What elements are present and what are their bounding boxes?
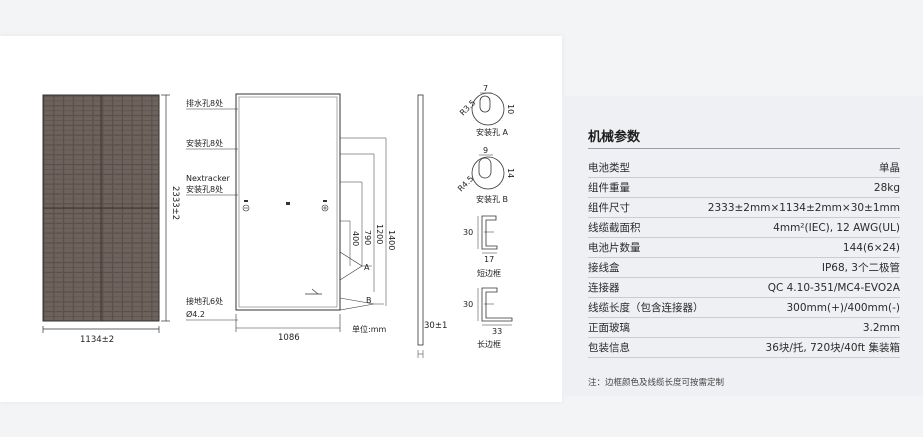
spec-value: 28kg — [873, 181, 900, 194]
callout-labels: 排水孔8处 安装孔8处 Nextracker 安装孔8处 接地孔6处 Ø4.2 — [186, 98, 238, 321]
dim-1086-text: 1086 — [278, 333, 300, 343]
dim-frame-depth-text: 30±1 — [424, 321, 447, 331]
long-frame-name: 长边框 — [477, 339, 501, 349]
label-nextracker-1: Nextracker — [186, 174, 230, 183]
hole-b-height: 14 — [506, 168, 515, 178]
label-drain-holes: 排水孔8处 — [186, 98, 223, 108]
marker-a: A — [364, 263, 370, 272]
hole-a-detail: 7 10 R3.5 安装孔 A — [458, 84, 515, 137]
spec-value: QC 4.10-351/MC4-EVO2A — [767, 281, 900, 294]
marker-b: B — [366, 296, 372, 305]
spec-row: 电池类型 单晶 — [588, 158, 900, 178]
dim-1400-text: 1400 — [387, 230, 396, 250]
hole-b-width: 9 — [483, 146, 488, 155]
label-ground-diameter: Ø4.2 — [186, 309, 205, 319]
spec-row: 接线盒 IP68, 3个二极管 — [588, 258, 900, 278]
specs-title-divider — [588, 148, 900, 149]
module-front-view — [42, 94, 160, 322]
spec-row: 组件尺寸 2333±2mm×1134±2mm×30±1mm — [588, 198, 900, 218]
dim-1086: 1086 — [235, 314, 341, 343]
spec-row: 线缆长度（包含连接器） 300mm(+)/400mm(-) — [588, 298, 900, 318]
specs-table: 电池类型 单晶组件重量 28kg 组件尺寸 2333±2mm×1134±2mm×30±1… — [588, 158, 900, 358]
short-frame-width: 17 — [484, 255, 494, 264]
hole-a-width: 7 — [483, 84, 488, 93]
hole-b-detail: 9 14 R4.5 安装孔 B — [456, 146, 515, 204]
unit-label: 单位:mm — [352, 324, 386, 334]
spec-value: 144(6×24) — [842, 241, 900, 254]
spec-value: 300mm(+)/400mm(-) — [786, 301, 900, 314]
spec-label: 组件重量 — [588, 182, 630, 194]
label-mount-holes: 安装孔8处 — [186, 138, 223, 148]
spec-label: 连接器 — [588, 282, 620, 294]
specs-note: 注：边框颜色及线缆长度可按需定制 — [588, 378, 725, 388]
spec-row: 包装信息 36块/托, 720块/40ft 集装箱 — [588, 338, 900, 358]
mounting-dimensions: 1400 1200 790 400 A B — [339, 137, 396, 311]
spec-label: 电池类型 — [588, 162, 630, 174]
spec-row: 连接器 QC 4.10-351/MC4-EVO2A — [588, 278, 900, 298]
height-dimension: 2333±2 — [161, 94, 180, 322]
short-frame-profile: 30 17 短边框 — [463, 215, 501, 278]
dim-1200-text: 1200 — [375, 224, 384, 244]
technical-drawing-card: 2333±2 1134±2 排水孔8处 安装孔8 — [0, 36, 562, 402]
dim-width-text: 1134±2 — [80, 335, 114, 345]
mechanical-specs-panel: 机械参数 电池类型 单晶组件重量 28kg 组件尺寸 2333±2mm×1134±2mm… — [562, 96, 923, 396]
short-frame-height: 30 — [463, 228, 473, 237]
spec-label: 组件尺寸 — [588, 202, 630, 214]
spec-label: 接线盒 — [588, 262, 620, 274]
spec-label: 线缆截面积 — [588, 222, 641, 234]
spec-value: 2333±2mm×1134±2mm×30±1mm — [707, 201, 900, 214]
spec-label: 线缆长度（包含连接器） — [588, 302, 704, 314]
module-back-view — [235, 93, 341, 311]
spec-value: IP68, 3个二极管 — [821, 262, 900, 274]
spec-value: 4mm²(IEC), 12 AWG(UL) — [773, 221, 900, 234]
spec-value: 单晶 — [879, 162, 900, 174]
hole-b-name: 安装孔 B — [476, 194, 508, 204]
specs-title: 机械参数 — [588, 130, 641, 145]
spec-row: 线缆截面积 4mm²(IEC), 12 AWG(UL) — [588, 218, 900, 238]
module-side-view: 30±1 — [417, 94, 447, 358]
label-nextracker-2: 安装孔8处 — [186, 184, 223, 194]
label-ground-holes: 接地孔6处 — [186, 296, 223, 306]
spec-label: 包装信息 — [588, 342, 630, 354]
width-dimension: 1134±2 — [42, 326, 160, 345]
dim-790-text: 790 — [363, 230, 372, 245]
hole-a-height: 10 — [506, 104, 515, 114]
spec-value: 36块/托, 720块/40ft 集装箱 — [765, 342, 900, 354]
technical-drawing: 2333±2 1134±2 排水孔8处 安装孔8 — [42, 84, 515, 358]
spec-row: 组件重量 28kg — [588, 178, 900, 198]
long-frame-profile: 30 33 长边框 — [463, 287, 513, 349]
spec-row: 正面玻璃 3.2mm — [588, 318, 900, 338]
hole-a-name: 安装孔 A — [476, 127, 509, 137]
long-frame-width: 33 — [492, 327, 502, 336]
spec-value: 3.2mm — [862, 321, 900, 334]
spec-label: 电池片数量 — [588, 242, 641, 254]
spec-row: 电池片数量 144(6×24) — [588, 238, 900, 258]
short-frame-name: 短边框 — [477, 268, 501, 278]
dim-400-text: 400 — [351, 231, 360, 246]
spec-label: 正面玻璃 — [588, 322, 630, 334]
dim-height-text: 2333±2 — [170, 186, 180, 220]
long-frame-height: 30 — [463, 300, 473, 309]
